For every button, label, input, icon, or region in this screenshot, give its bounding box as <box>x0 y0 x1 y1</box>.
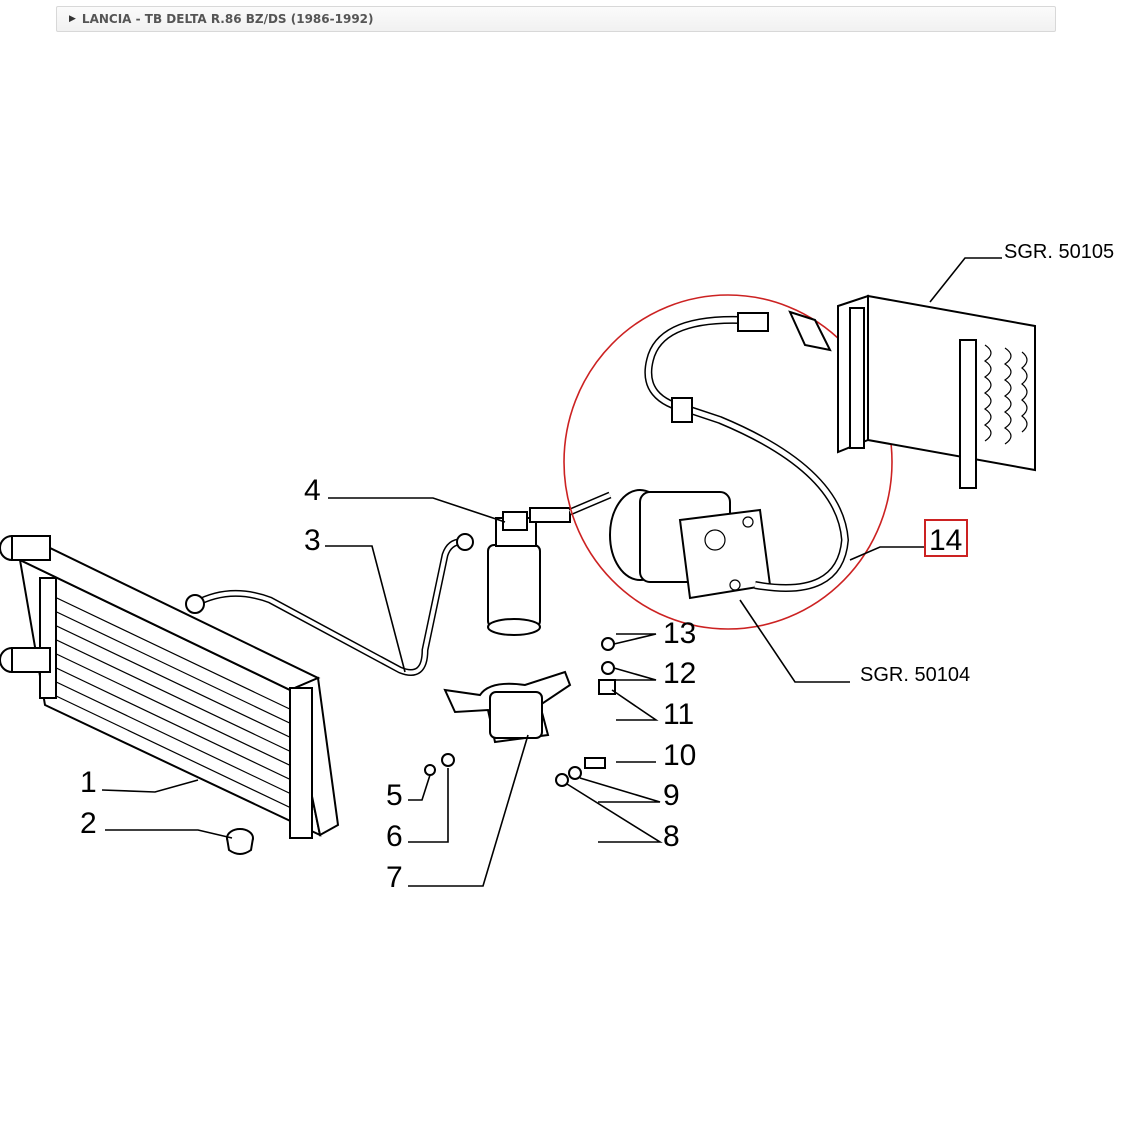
breadcrumb[interactable]: ▶ LANCIA - TB DELTA R.86 BZ/DS (1986-199… <box>56 6 1056 32</box>
evaporator-part[interactable] <box>788 294 1036 489</box>
condenser-part[interactable] <box>0 535 340 839</box>
callout-11[interactable]: 11 <box>663 698 694 731</box>
callout-10[interactable]: 10 <box>663 739 696 772</box>
bracket-part[interactable] <box>443 670 572 744</box>
callout-2[interactable]: 2 <box>80 807 97 840</box>
callout-14-highlight-box <box>924 519 968 557</box>
highlight-circle <box>563 294 893 630</box>
callout-9[interactable]: 9 <box>663 779 680 812</box>
callout-6[interactable]: 6 <box>386 820 403 853</box>
callout-sgr-50105[interactable]: SGR. 50105 <box>1004 241 1114 263</box>
leader-lines <box>101 257 1002 887</box>
caret-right-icon: ▶ <box>69 14 76 24</box>
plug-part[interactable] <box>226 828 254 855</box>
callout-14[interactable]: 14 <box>929 524 962 557</box>
compressor-part[interactable] <box>609 489 772 600</box>
callout-sgr-50104[interactable]: SGR. 50104 <box>860 664 970 686</box>
receiver-dryer-part[interactable] <box>487 507 571 636</box>
callout-8[interactable]: 8 <box>663 820 680 853</box>
callout-5[interactable]: 5 <box>386 779 403 812</box>
callout-4[interactable]: 4 <box>304 474 321 507</box>
breadcrumb-text: LANCIA - TB DELTA R.86 BZ/DS (1986-1992) <box>81 12 374 26</box>
callout-7[interactable]: 7 <box>386 861 403 894</box>
fasteners-part[interactable] <box>424 637 616 787</box>
callout-1[interactable]: 1 <box>80 766 97 799</box>
callout-13[interactable]: 13 <box>663 617 696 650</box>
callout-12[interactable]: 12 <box>663 657 696 690</box>
callout-3[interactable]: 3 <box>304 524 321 557</box>
